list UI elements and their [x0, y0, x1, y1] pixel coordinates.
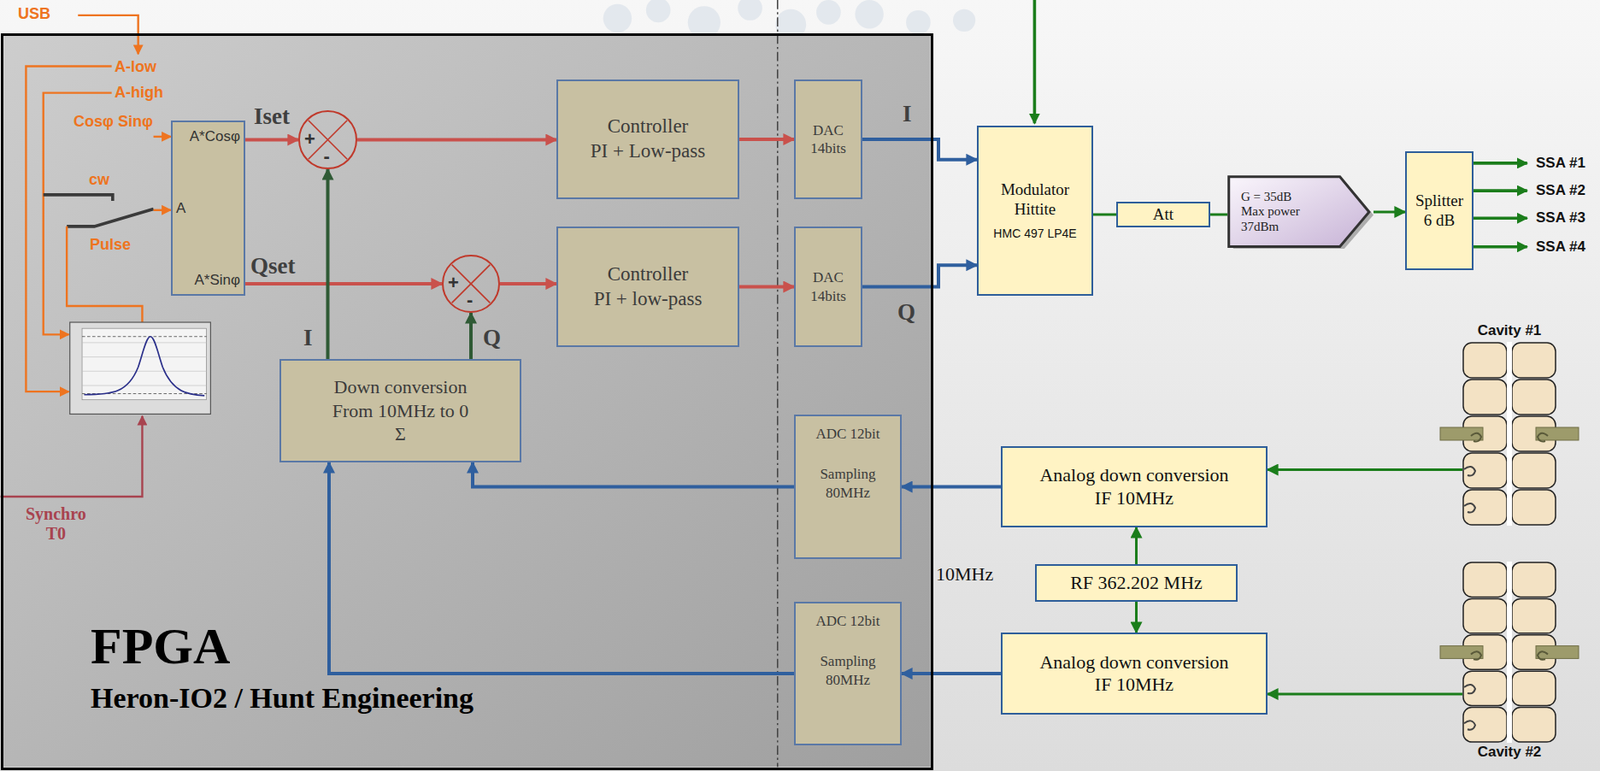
connector [500, 282, 557, 286]
connector [329, 462, 795, 674]
node-text: DAC 14bits [802, 121, 854, 159]
cavity: Cavity #1 [1462, 341, 1557, 526]
signal-label: cw [88, 170, 110, 189]
board-title: FPGA [90, 617, 230, 677]
connector [472, 462, 795, 488]
node-text: A*Cosφ [176, 127, 241, 146]
connector [1135, 601, 1138, 633]
connector [901, 671, 1001, 676]
connector [739, 285, 795, 289]
node-text: Cavity #1 [1436, 322, 1583, 340]
node-text: A [176, 199, 241, 218]
connector [1373, 211, 1406, 214]
signal-label: SSA #1 [1535, 154, 1586, 172]
node-text: Att [1152, 205, 1174, 225]
signal-label: I [303, 324, 313, 352]
node-text: Sampling 80MHz [809, 464, 887, 502]
node-text: ADC 12bit [815, 424, 880, 443]
cavity: Cavity #2 [1462, 561, 1557, 743]
node-text: Sampling 80MHz [809, 652, 887, 689]
summing-junction: +- [441, 254, 500, 313]
signal-label: A-low [114, 58, 157, 77]
adc-box: ADC 12bitSampling 80MHz [794, 601, 902, 746]
node-text: ADC 12bit [815, 611, 880, 630]
connector [739, 137, 795, 142]
signal-label: SSA #2 [1535, 182, 1586, 200]
cavity-outline [1462, 341, 1557, 526]
connector [1210, 213, 1228, 217]
connector [901, 485, 1001, 489]
analog-downconv-box: Analog down conversion IF 10MHz [1000, 446, 1268, 528]
connector [1135, 527, 1138, 565]
signal-label: Cosφ Sinφ [73, 112, 153, 131]
connector [245, 138, 299, 142]
node-text: Analog down conversion IF 10MHz [1031, 464, 1237, 510]
node-text: HMC 497 LP4E [993, 226, 1077, 242]
controller-box: ControllerPI + Low-pass [556, 79, 740, 200]
node-text: PI + low-pass [594, 287, 703, 312]
controller-box: ControllerPI + low-pass [556, 226, 740, 348]
signal-label: Pulse [89, 235, 131, 254]
signal-label: Q [482, 324, 501, 352]
amplitude-phase-box: A*CosφA A*Sinφ [170, 120, 246, 296]
node-text: - [466, 288, 473, 312]
node-text: Modulator Hittite [990, 180, 1081, 220]
signal-label: Iset [253, 103, 290, 130]
signal-label: A-high [114, 83, 164, 102]
signal-label: 10MHz [935, 563, 994, 586]
modulator-box: Modulator HittiteHMC 497 LP4E [976, 125, 1094, 296]
adc-box: ADC 12bitSampling 80MHz [794, 414, 902, 559]
cavity-outline [1462, 561, 1557, 743]
dac-box: DAC 14bits [794, 79, 863, 200]
node-text: Splitter 6 dB [1411, 191, 1467, 231]
signal-label: Qset [250, 252, 295, 280]
connector [862, 139, 977, 160]
node-text: Controller [607, 114, 689, 140]
dac-box: DAC 14bits [794, 226, 863, 348]
analog-downconv-box: Analog down conversion IF 10MHz [1000, 632, 1268, 715]
fpga-board: FPGAHeron-IO2 / Hunt EngineeringA*CosφAA… [3, 35, 931, 768]
node-text: - [323, 145, 330, 168]
node-text: PI + Low-pass [590, 139, 706, 165]
attenuator-box: Att [1116, 201, 1211, 228]
connector [862, 264, 977, 287]
node-text: Cavity #2 [1436, 743, 1583, 761]
node-text: G = 35dB Max power 37dBm [1241, 189, 1312, 235]
board-title: Heron-IO2 / Hunt Engineering [90, 682, 474, 715]
node-text: A*Sinφ [176, 270, 241, 289]
rf-source-box: RF 362.202 MHz [1035, 564, 1238, 602]
connector [357, 138, 557, 142]
amplifier-shape: G = 35dB Max power 37dBm [1227, 175, 1374, 249]
node-text: + [304, 128, 316, 151]
node-text: Controller [607, 262, 689, 288]
signal-label: SSA #4 [1535, 238, 1586, 256]
signal-label: USB [17, 5, 51, 24]
connector [245, 282, 442, 286]
node-text: RF 362.202 MHz [1070, 571, 1203, 595]
down-conversion-box: Down conversion From 10MHz to 0Σ [279, 358, 522, 463]
node-text: Down conversion From 10MHz to 0 [325, 375, 476, 423]
connector [1267, 468, 1463, 471]
summing-junction: +- [298, 110, 358, 170]
node-text: Analog down conversion IF 10MHz [1031, 651, 1237, 697]
connector [469, 312, 473, 359]
node-text: DAC 14bits [802, 268, 854, 306]
node-text: Σ [394, 422, 406, 447]
signal-label: Q [897, 299, 916, 326]
signal-label: I [902, 100, 912, 128]
connector [1093, 213, 1117, 217]
connector [326, 169, 330, 359]
node-text: + [447, 271, 459, 295]
splitter-box: Splitter 6 dB [1405, 151, 1474, 271]
connector [1267, 693, 1463, 696]
signal-label: SSA #3 [1535, 209, 1586, 227]
signal-label: Synchro T0 [25, 504, 87, 544]
